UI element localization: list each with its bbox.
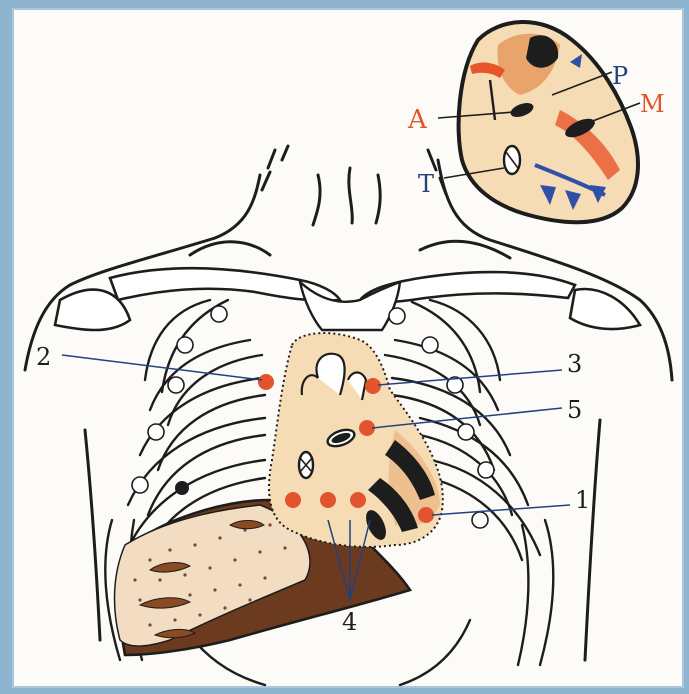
inset-label-a: A — [407, 105, 428, 135]
label-2: 2 — [36, 343, 51, 371]
inset-label-m: M — [640, 90, 665, 118]
label-1: 1 — [575, 486, 590, 514]
diagram-frame: 2 3 5 1 4 P M A T — [12, 8, 684, 688]
chest-diagram: 2 3 5 1 4 P M A T — [12, 8, 684, 688]
inset-label-t: T — [418, 170, 434, 198]
label-5: 5 — [567, 396, 582, 424]
label-4: 4 — [342, 608, 357, 636]
inset-label-p: P — [612, 62, 628, 90]
label-3: 3 — [567, 350, 582, 378]
